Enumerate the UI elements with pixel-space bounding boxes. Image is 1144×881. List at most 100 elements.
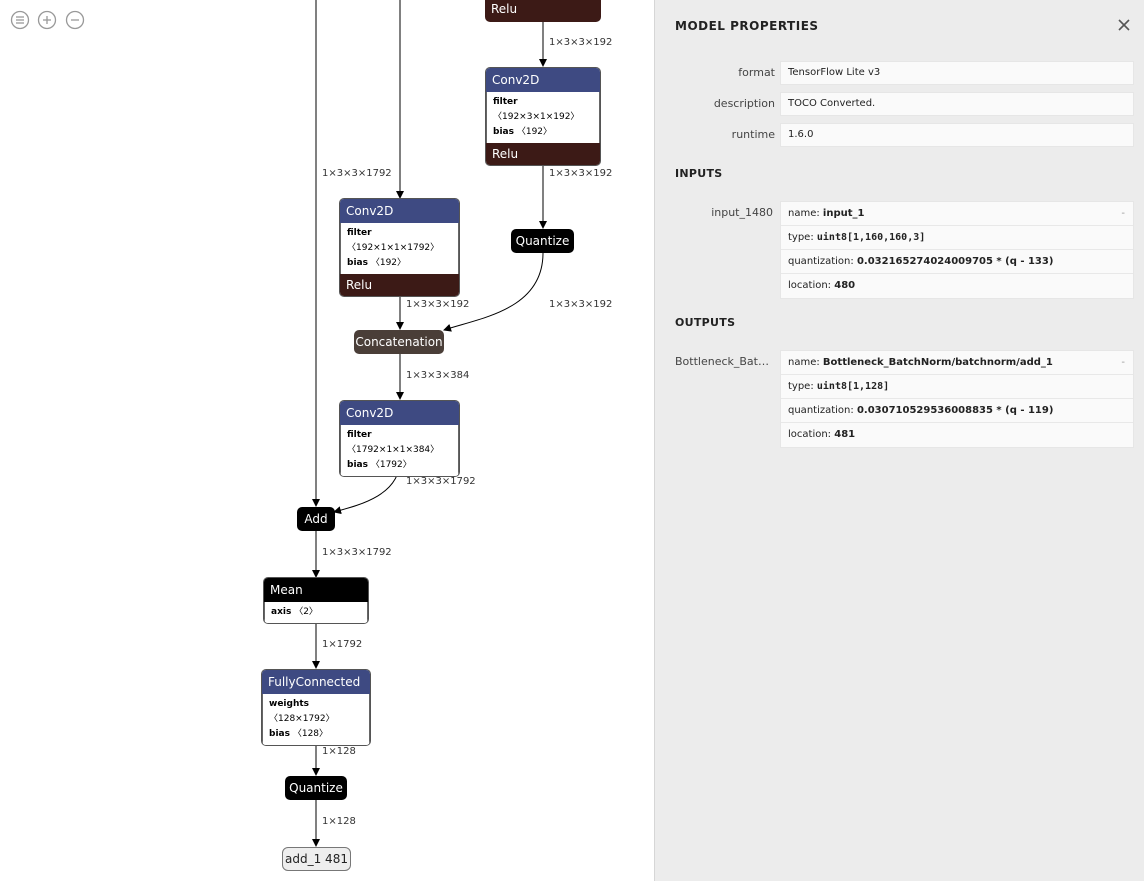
node-title: Mean [264, 578, 368, 602]
edge-label: 1×3×3×192 [549, 168, 613, 179]
concatenation-node[interactable]: Concatenation [354, 330, 444, 354]
input-name: name: input_1 - [781, 202, 1133, 226]
attr-value: 〈192×3×1×192〉 [493, 112, 580, 122]
conv2d-node[interactable]: Conv2D filter 〈192×1×1×1792〉 bias 〈192〉 … [339, 198, 460, 297]
field-value: uint8[1,128] [816, 381, 890, 392]
field-key: name: [788, 208, 823, 219]
attr-value: 〈1792×1×1×384〉 [347, 445, 440, 455]
node-title: Conv2D [486, 68, 600, 92]
attr-key: bias [347, 460, 368, 470]
fully-connected-node[interactable]: FullyConnected weights 〈128×1792〉 bias 〈… [261, 669, 371, 746]
field-value: 0.032165274024009705 * (q - 133) [856, 256, 1054, 267]
field-value: uint8[1,160,160,3] [816, 232, 926, 243]
property-value[interactable]: 1.6.0 [780, 123, 1134, 147]
conv2d-node[interactable]: Conv2D filter 〈192×3×1×192〉 bias 〈192〉 R… [485, 67, 601, 166]
attr-key: bias [269, 729, 290, 739]
quantize-node[interactable]: Quantize [285, 776, 347, 800]
attr-key: bias [347, 258, 368, 268]
edge-label: 1×3×3×384 [406, 370, 470, 381]
field-value: 481 [834, 429, 856, 440]
edge-label: 1×1792 [322, 639, 363, 650]
node-title: Conv2D [340, 401, 459, 425]
output-node[interactable]: add_1 481 [282, 847, 351, 871]
field-value: 0.030710529536008835 * (q - 119) [856, 405, 1054, 416]
property-value[interactable]: TOCO Converted. [780, 92, 1134, 116]
attr-value: 〈128〉 [292, 729, 329, 739]
add-node[interactable]: Add [297, 507, 335, 531]
field-key: name: [788, 357, 823, 368]
field-value: 480 [834, 280, 856, 291]
property-label: format [738, 66, 775, 79]
input-quantization: quantization: 0.032165274024009705 * (q … [781, 250, 1133, 274]
attr-key: filter [493, 97, 518, 107]
edge-label: 1×3×3×192 [406, 299, 470, 310]
node-attributes: filter 〈192×3×1×192〉 bias 〈192〉 [486, 92, 600, 143]
mean-node[interactable]: Mean axis 〈2〉 [263, 577, 369, 624]
edge-quantize-to-concat [443, 252, 544, 332]
zoom-out-icon[interactable] [65, 10, 85, 30]
field-key: quantization: [788, 405, 857, 416]
relu-node[interactable]: Relu [485, 0, 601, 22]
input-details[interactable]: name: input_1 - type: uint8[1,160,160,3]… [780, 201, 1134, 299]
input-type: type: uint8[1,160,160,3] [781, 226, 1133, 250]
outputs-heading: OUTPUTS [675, 316, 736, 329]
panel-title: MODEL PROPERTIES [675, 19, 819, 33]
inputs-heading: INPUTS [675, 167, 723, 180]
edge-label: 1×3×3×1792 [322, 168, 392, 179]
attr-key: filter [347, 430, 372, 440]
output-quantization: quantization: 0.030710529536008835 * (q … [781, 399, 1133, 423]
node-attributes: filter 〈192×1×1×1792〉 bias 〈192〉 [340, 223, 459, 274]
property-label: runtime [731, 128, 775, 141]
activation-relu: Relu [340, 274, 459, 296]
node-attributes: filter 〈1792×1×1×384〉 bias 〈1792〉 [340, 425, 459, 476]
attr-value: 〈2〉 [294, 607, 318, 617]
attr-key: bias [493, 127, 514, 137]
field-key: location: [788, 280, 835, 291]
attr-value: 〈128×1792〉 [269, 714, 335, 724]
attr-key: weights [269, 699, 310, 709]
field-value: input_1 [822, 208, 865, 219]
attr-value: 〈192〉 [370, 258, 407, 268]
attr-value: 〈192×1×1×1792〉 [347, 243, 440, 253]
field-key: quantization: [788, 256, 857, 267]
close-icon[interactable] [1115, 16, 1133, 34]
node-title: FullyConnected [262, 670, 370, 694]
attr-value: 〈1792〉 [370, 460, 412, 470]
menu-icon[interactable] [10, 10, 30, 30]
edge-label: 1×3×3×1792 [322, 547, 392, 558]
output-name: name: Bottleneck_BatchNorm/batchnorm/add… [781, 351, 1133, 375]
activation-relu: Relu [486, 143, 600, 165]
attr-value: 〈192〉 [516, 127, 553, 137]
property-row-format: format TensorFlow Lite v3 [655, 61, 1144, 85]
edge-label: 1×128 [322, 816, 356, 827]
model-properties-panel: MODEL PROPERTIES format TensorFlow Lite … [654, 0, 1144, 881]
edge-label: 1×3×3×1792 [406, 476, 476, 487]
expand-toggle[interactable]: - [1121, 208, 1125, 219]
output-location: location: 481 [781, 423, 1133, 447]
output-type: type: uint8[1,128] [781, 375, 1133, 399]
graph-canvas[interactable]: 1×3×3×192 1×3×3×1792 1×3×3×192 1×3×3×192… [0, 0, 654, 881]
field-key: type: [788, 232, 817, 243]
attr-key: axis [271, 607, 292, 617]
edge-label: 1×3×3×192 [549, 37, 613, 48]
property-row-runtime: runtime 1.6.0 [655, 123, 1144, 147]
field-key: type: [788, 381, 817, 392]
edge-label: 1×3×3×192 [549, 299, 613, 310]
quantize-node[interactable]: Quantize [511, 229, 574, 253]
expand-toggle[interactable]: - [1121, 357, 1125, 368]
node-attributes: axis 〈2〉 [264, 602, 368, 623]
node-title: Conv2D [340, 199, 459, 223]
conv2d-node[interactable]: Conv2D filter 〈1792×1×1×384〉 bias 〈1792〉 [339, 400, 460, 477]
field-value: Bottleneck_BatchNorm/batchnorm/add_1 [822, 357, 1053, 368]
graph-edges [312, 0, 547, 847]
relu-label: Relu [485, 0, 601, 22]
field-key: location: [788, 429, 835, 440]
input-label: input_1480 [711, 206, 773, 219]
attr-key: filter [347, 228, 372, 238]
input-location: location: 480 [781, 274, 1133, 298]
output-label: Bottleneck_Batch... [675, 355, 773, 368]
output-details[interactable]: name: Bottleneck_BatchNorm/batchnorm/add… [780, 350, 1134, 448]
zoom-in-icon[interactable] [37, 10, 57, 30]
property-value[interactable]: TensorFlow Lite v3 [780, 61, 1134, 85]
edge-label: 1×128 [322, 746, 356, 757]
